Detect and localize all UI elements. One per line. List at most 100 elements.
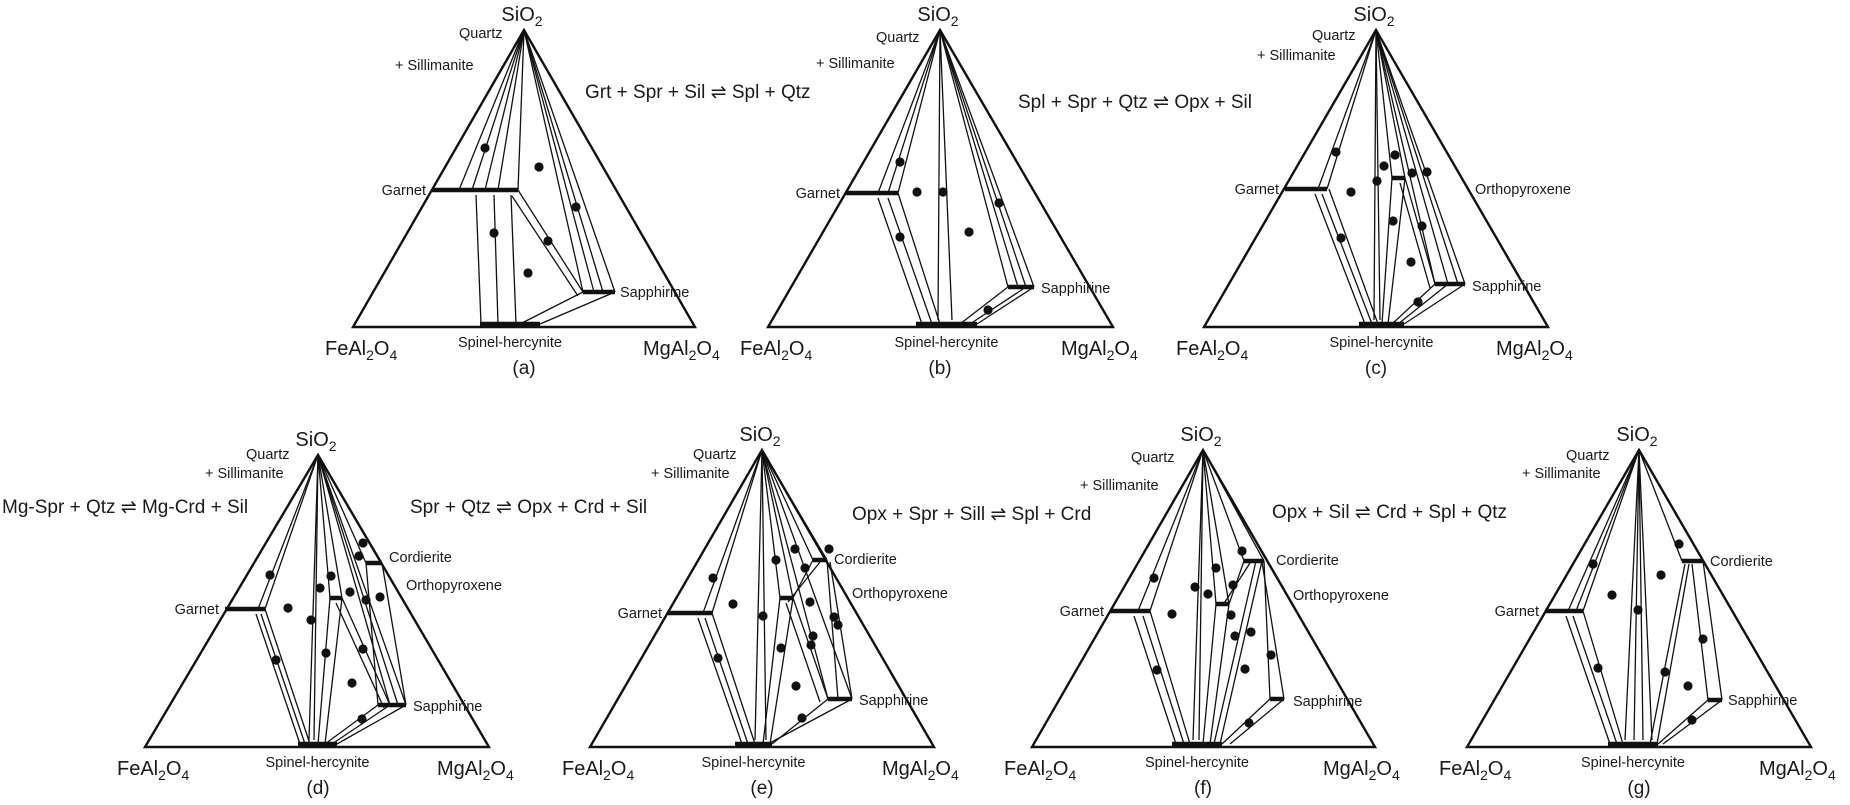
sample-dot bbox=[271, 655, 281, 665]
sample-dot bbox=[354, 551, 364, 561]
tie-line bbox=[1575, 449, 1640, 612]
tie-line bbox=[1375, 29, 1436, 285]
tie-line bbox=[829, 561, 853, 700]
phase-label-quartz: Quartz bbox=[246, 447, 290, 463]
ternary-triangle bbox=[1201, 27, 1551, 329]
tie-line bbox=[1213, 560, 1257, 745]
phase-label-garnet: Garnet bbox=[1060, 604, 1104, 620]
tie-line bbox=[939, 29, 953, 321]
sample-dot bbox=[361, 595, 371, 605]
tie-line bbox=[1638, 449, 1644, 741]
tie-lines bbox=[1314, 29, 1466, 325]
tie-line bbox=[257, 454, 319, 610]
sample-dot bbox=[833, 620, 843, 630]
sample-dot bbox=[1228, 580, 1238, 590]
tie-line bbox=[317, 454, 343, 599]
reaction-equation-3: Mg-Spr + Qtz ⇌ Mg-Crd + Sil bbox=[2, 497, 248, 518]
tie-line bbox=[260, 613, 306, 745]
vertex-label-feal2o4: FeAl2O4 bbox=[740, 338, 812, 363]
tie-line bbox=[317, 454, 407, 706]
tie-line bbox=[826, 559, 839, 700]
tie-line bbox=[1387, 177, 1406, 325]
tie-line bbox=[264, 454, 319, 610]
phase-label-sapphirine: Sapphirine bbox=[413, 699, 482, 715]
tie-line bbox=[1229, 698, 1285, 745]
ternary-triangle bbox=[1029, 447, 1378, 749]
tie-line bbox=[1219, 560, 1263, 745]
tie-line bbox=[1192, 449, 1204, 741]
sample-dot bbox=[571, 202, 581, 212]
tie-line bbox=[1656, 563, 1690, 745]
tie-line bbox=[1582, 610, 1624, 745]
tie-line bbox=[959, 286, 1009, 325]
vertex-label-feal2o4: FeAl2O4 bbox=[325, 338, 397, 363]
ternary-triangle bbox=[350, 27, 698, 329]
tie-line bbox=[969, 286, 1027, 325]
vertex-label-mgal2o4: MgAl2O4 bbox=[1061, 338, 1138, 363]
sample-dot bbox=[938, 187, 948, 197]
vertex-label-feal2o4: FeAl2O4 bbox=[1439, 758, 1511, 783]
tie-line bbox=[539, 291, 616, 325]
sample-points bbox=[895, 157, 1004, 315]
phase-label-sillimanite: + Sillimanite bbox=[816, 56, 895, 72]
phase-label-sapphirine: Sapphirine bbox=[1472, 279, 1541, 295]
vertex-label-feal2o4: FeAl2O4 bbox=[117, 758, 189, 783]
tie-line bbox=[517, 29, 525, 191]
sample-dot bbox=[1167, 609, 1177, 619]
tie-line bbox=[511, 195, 579, 297]
sample-dot bbox=[1226, 610, 1236, 620]
tie-line bbox=[767, 698, 853, 745]
sample-dot bbox=[347, 678, 357, 688]
vertex-label-mgal2o4: MgAl2O4 bbox=[437, 758, 514, 783]
tie-line bbox=[1403, 283, 1466, 325]
sample-dot bbox=[1588, 559, 1598, 569]
reaction-equation-6: Opx + Sil ⇌ Crd + Spl + Qtz bbox=[1272, 502, 1507, 523]
tie-line bbox=[702, 449, 763, 614]
phase-label-spinel-hercynite: Spinel-hercynite bbox=[1581, 755, 1685, 771]
sample-dot bbox=[306, 615, 316, 625]
tie-line bbox=[1202, 449, 1230, 605]
tie-line bbox=[381, 562, 407, 706]
tie-line bbox=[1137, 449, 1204, 612]
tie-line bbox=[324, 704, 379, 745]
sample-points bbox=[708, 544, 843, 723]
phase-label-orthopyroxene: Orthopyroxene bbox=[406, 578, 502, 594]
tie-line bbox=[1375, 29, 1381, 321]
sample-dot bbox=[1593, 663, 1603, 673]
tie-line bbox=[255, 613, 301, 745]
ternary-triangle bbox=[142, 452, 492, 749]
sample-dot bbox=[321, 648, 331, 658]
sample-dot bbox=[912, 187, 922, 197]
tie-line bbox=[317, 454, 383, 564]
sample-dot bbox=[489, 228, 499, 238]
tie-line bbox=[475, 194, 482, 325]
sample-dot bbox=[797, 713, 807, 723]
phase-label-garnet: Garnet bbox=[1235, 182, 1279, 198]
phase-label-garnet: Garnet bbox=[382, 183, 426, 199]
sample-dot bbox=[728, 599, 738, 609]
sample-dot bbox=[543, 236, 553, 246]
tie-line bbox=[761, 449, 794, 599]
tie-line bbox=[939, 29, 1027, 288]
phase-label-spinel-hercynite: Spinel-hercynite bbox=[266, 755, 370, 771]
phase-label-garnet: Garnet bbox=[1495, 604, 1539, 620]
tie-line bbox=[1381, 177, 1393, 325]
phase-label-cordierite: Cordierite bbox=[389, 550, 452, 566]
sample-dot bbox=[1152, 665, 1162, 675]
phase-label-sapphirine: Sapphirine bbox=[1728, 693, 1797, 709]
vertex-label-mgal2o4: MgAl2O4 bbox=[882, 758, 959, 783]
tie-line bbox=[1582, 449, 1640, 612]
sample-dot bbox=[1388, 216, 1398, 226]
sample-dot bbox=[1203, 589, 1213, 599]
tie-line bbox=[1202, 449, 1265, 562]
sample-dot bbox=[1372, 176, 1382, 186]
sample-dot bbox=[1683, 681, 1693, 691]
phase-label-sillimanite: + Sillimanite bbox=[651, 466, 730, 482]
phase-label-quartz: Quartz bbox=[1566, 448, 1610, 464]
phase-label-sapphirine: Sapphirine bbox=[620, 285, 689, 301]
panel-caption-a: (a) bbox=[512, 358, 535, 379]
sample-dot bbox=[283, 603, 293, 613]
sample-dot bbox=[1336, 233, 1346, 243]
sample-dot bbox=[480, 143, 490, 153]
